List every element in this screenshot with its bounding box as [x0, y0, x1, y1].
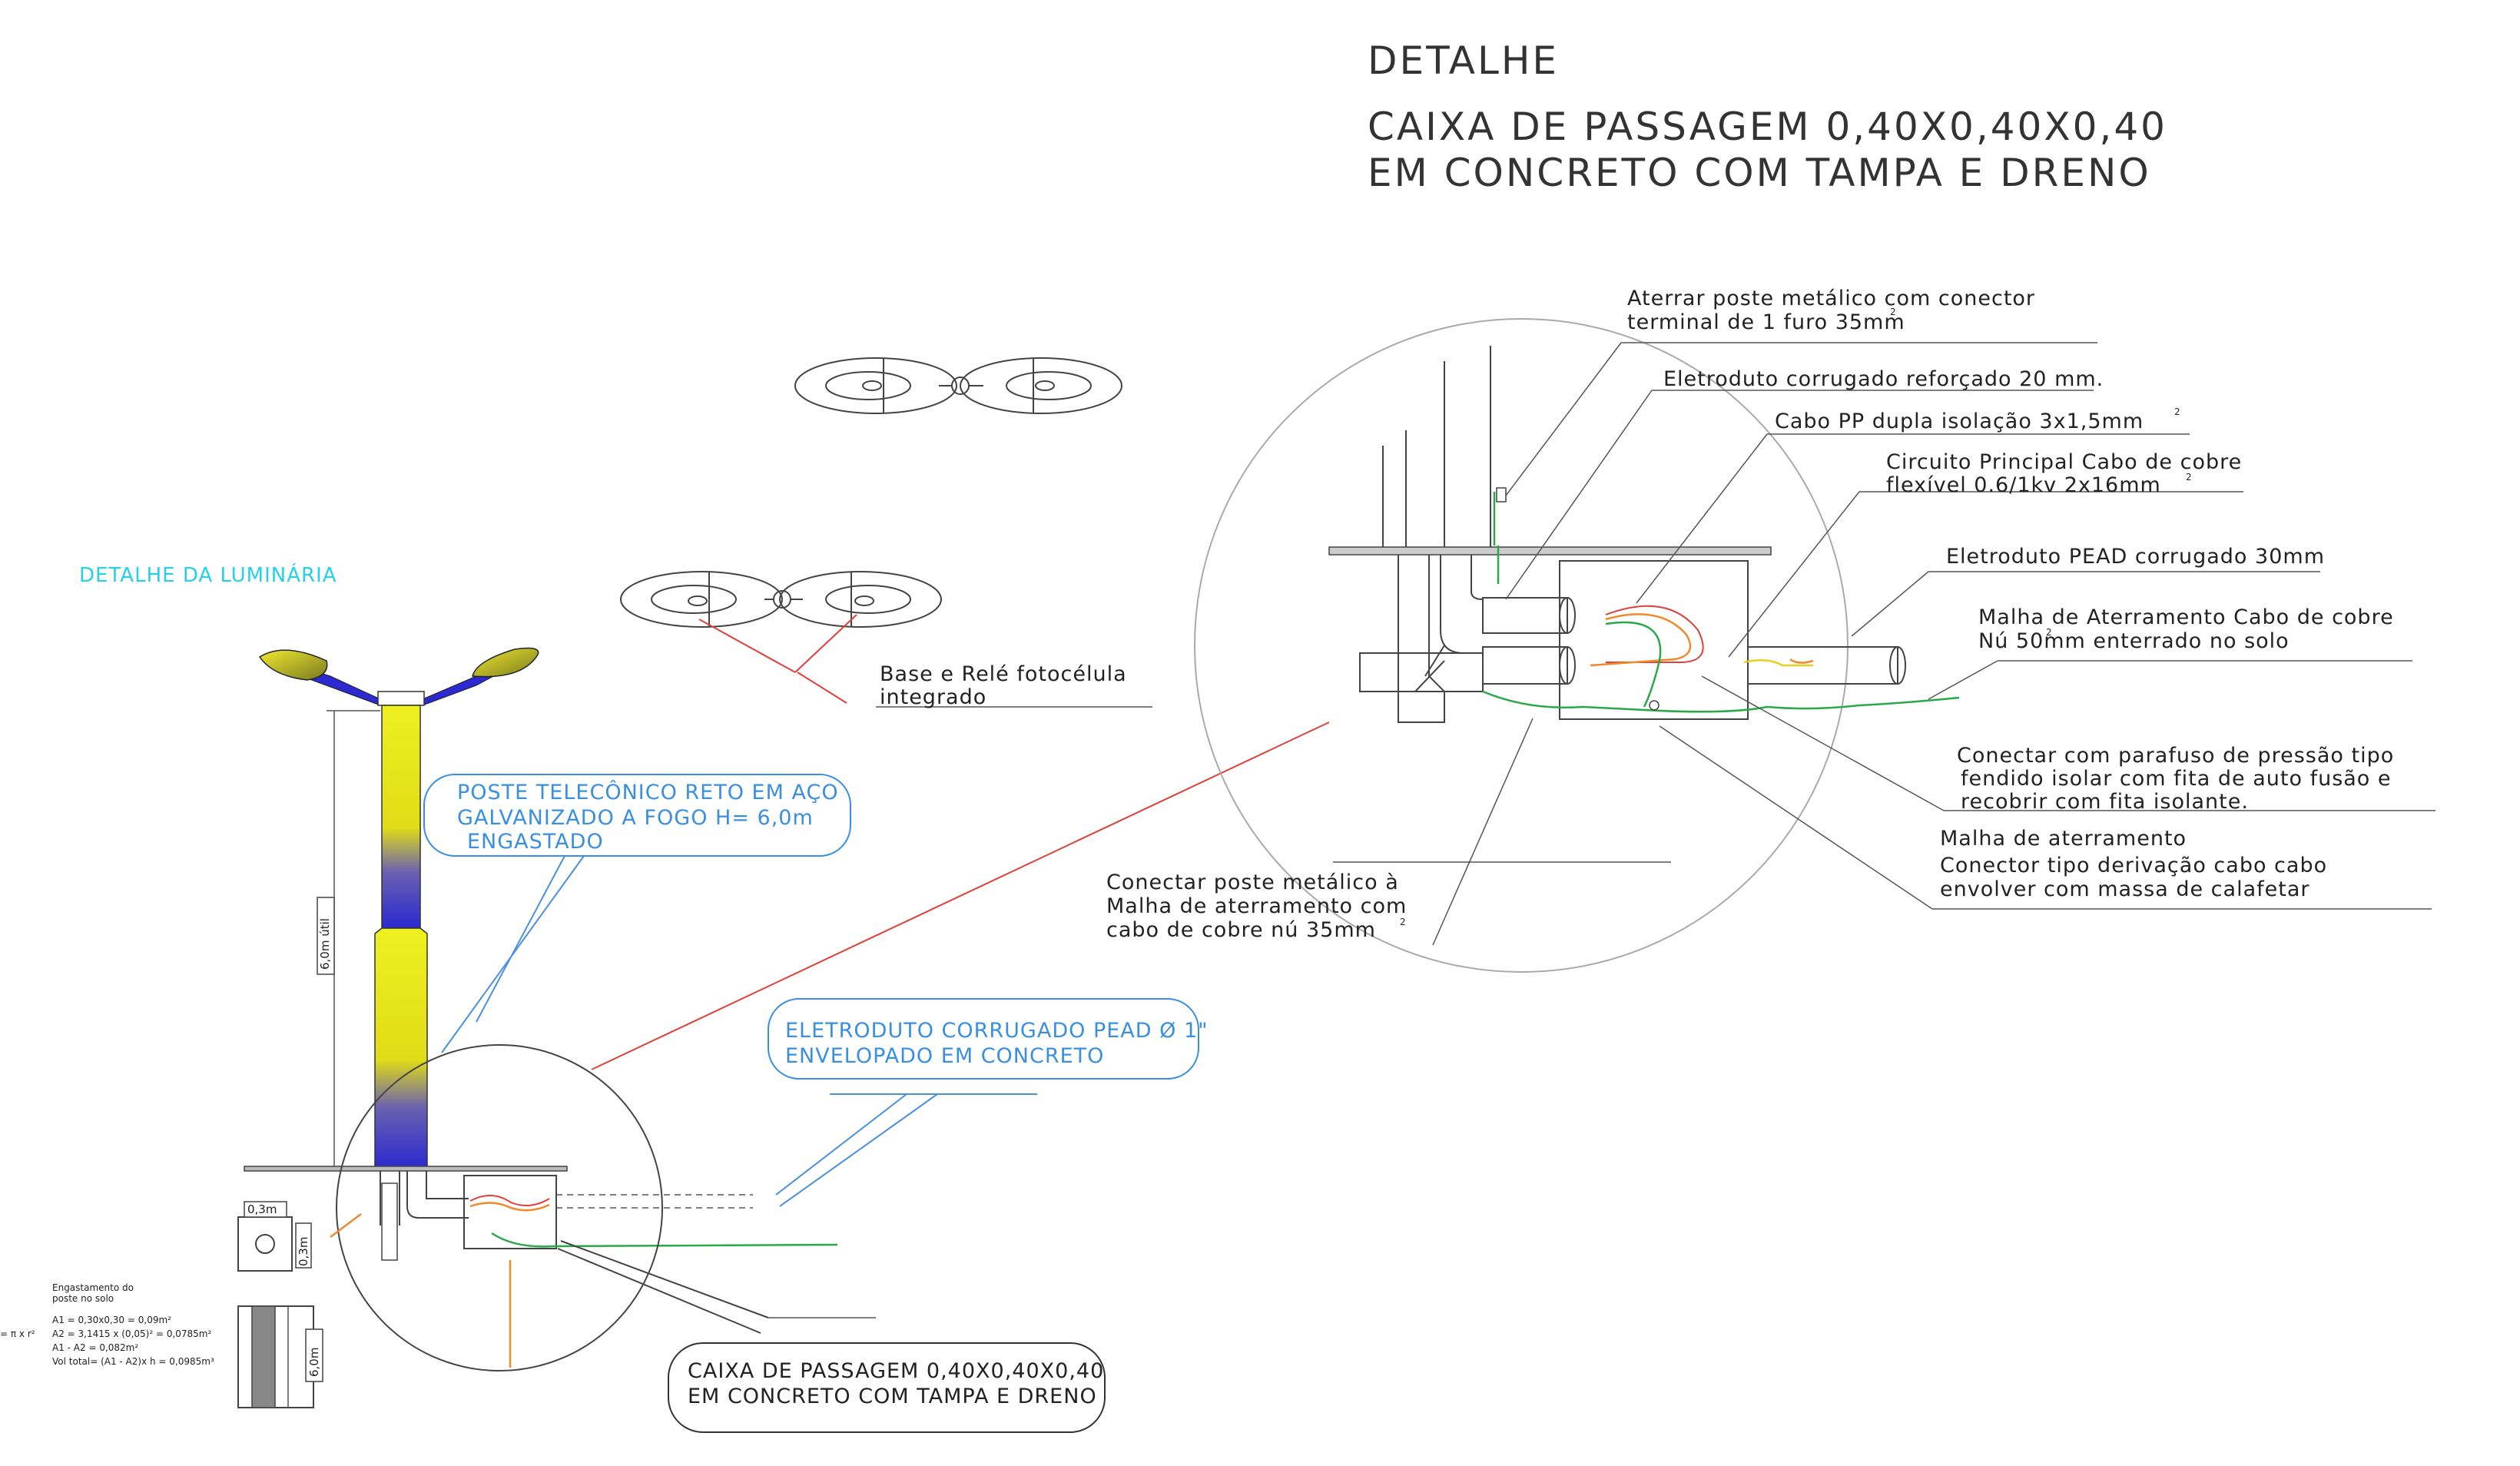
sup-main-circuit: 2 [2186, 472, 2192, 483]
relay-label-2: integrado [880, 685, 986, 709]
label-connector-1: Conector tipo derivação cabo cabo [1940, 854, 2327, 877]
label-screw-3: recobrir com fita isolante. [1961, 790, 2249, 814]
pole-callout-1: POSTE TELECÔNICO RETO EM AÇO [457, 780, 839, 804]
label-mesh-2: Nú 50mm enterrado no solo [1978, 629, 2290, 653]
pole-elevation: 6,0m útil [244, 647, 1330, 1371]
calc-line-2: A2 = 3,1415 x (0,05)² = 0,0785m² [52, 1328, 212, 1339]
detail-labels: Aterrar poste metálico com conector term… [1106, 287, 2394, 942]
pole-height-dim: 6,0m útil [318, 918, 332, 970]
pole-callout-3: ENGASTADO [467, 830, 604, 854]
box-callout: CAIXA DE PASSAGEM 0,40X0,40X0,40 EM CONC… [557, 1240, 1106, 1433]
label-screw-1: Conectar com parafuso de pressão tipo [1957, 744, 2394, 768]
detail-circle-large [1194, 318, 1849, 973]
conduit-callout-2: ENVELOPADO EM CONCRETO [785, 1044, 1104, 1068]
conduit-callout-1: ELETRODUTO CORRUGADO PEAD Ø 1" [785, 1019, 1209, 1043]
title-block: DETALHE CAIXA DE PASSAGEM 0,40X0,40X0,40… [1368, 38, 2167, 195]
label-main-circuit-1: Circuito Principal Cabo de cobre [1886, 450, 2242, 474]
detail-large [1194, 318, 1960, 973]
junction-box-small [463, 1175, 557, 1249]
label-pole-mesh-2: Malha de aterramento com [1106, 894, 1407, 918]
label-ground-pole-1: Aterrar poste metálico com conector [1627, 287, 2035, 310]
label-mesh-1: Malha de Aterramento Cabo de cobre [1978, 605, 2394, 629]
label-pole-mesh-1: Conectar poste metálico à [1106, 871, 1399, 894]
embedment-calc: Engastamento do poste no solo A1 = 0,30x… [0, 1282, 214, 1367]
label-screw-2: fendido isolar com fita de auto fusão e [1961, 767, 2392, 791]
embed-dim-depth: 6,0m [307, 1348, 321, 1377]
calc-line-1: A1 = 0,30x0,30 = 0,09m² [52, 1315, 171, 1325]
box-callout-2: EM CONCRETO COM TAMPA E DRENO [688, 1385, 1097, 1408]
title-box-size: CAIXA DE PASSAGEM 0,40X0,40X0,40 [1368, 104, 2167, 149]
label-connector-2: envolver com massa de calafetar [1940, 877, 2309, 901]
box-callout-1: CAIXA DE PASSAGEM 0,40X0,40X0,40 [688, 1359, 1104, 1383]
luminaire-head-right [472, 647, 539, 678]
calc-line-4: Vol total= (A1 - A2)x h = 0,0985m³ [52, 1356, 214, 1367]
label-pead-30: Eletroduto PEAD corrugado 30mm [1946, 545, 2325, 569]
embed-dim-top: 0,3m [247, 1202, 277, 1216]
pole-shaft-lower [374, 927, 428, 1169]
junction-box-large [1559, 560, 1749, 720]
label-ground-pole-2: terminal de 1 furo 35mm [1627, 310, 1905, 334]
conduit-callout: ELETRODUTO CORRUGADO PEAD Ø 1" ENVELOPAD… [768, 998, 1209, 1207]
luminaire-top-view-lower [620, 571, 1152, 708]
sup-mesh: 2 [2046, 627, 2052, 638]
pole-callout-2: GALVANIZADO A FOGO H= 6,0m [457, 806, 814, 830]
calc-side: = π x r² [0, 1328, 35, 1339]
calc-title-2: poste no solo [52, 1293, 114, 1304]
luminaire-top-view-upper [794, 357, 1122, 414]
label-conduit-20: Eletroduto corrugado reforçado 20 mm. [1663, 367, 2104, 391]
detail-leaders [1333, 342, 2435, 946]
label-pole-mesh-3: cabo de cobre nú 35mm [1106, 918, 1376, 942]
label-mesh-only: Malha de aterramento [1940, 827, 2187, 851]
luminaire-heading: DETALHE DA LUMINÁRIA [79, 562, 337, 587]
detail-circle-small [336, 1044, 663, 1371]
label-main-circuit-2: flexível 0.6/1kv 2x16mm [1886, 473, 2161, 497]
calc-line-3: A1 - A2 = 0,082m² [52, 1342, 138, 1353]
title-detail: DETALHE [1368, 38, 1559, 83]
embedment-detail: 0,3m 0,3m 6,0m [237, 1201, 323, 1408]
luminaire-head-left [258, 649, 328, 681]
title-box-material: EM CONCRETO COM TAMPA E DRENO [1368, 151, 2151, 195]
pole-callout: POSTE TELECÔNICO RETO EM AÇO GALVANIZADO… [423, 774, 851, 1053]
sup-pole-mesh: 2 [1400, 917, 1406, 927]
embed-dim-side: 0,3m [297, 1237, 310, 1266]
sup-ground-pole: 2 [1890, 307, 1896, 317]
calc-title-1: Engastamento do [52, 1282, 134, 1293]
pole-shaft-upper [381, 705, 421, 929]
relay-label-1: Base e Relé fotocélula [880, 662, 1127, 686]
label-cable-pp: Cabo PP dupla isolação 3x1,5mm [1775, 410, 2144, 433]
sup-cable-pp: 2 [2174, 406, 2180, 417]
